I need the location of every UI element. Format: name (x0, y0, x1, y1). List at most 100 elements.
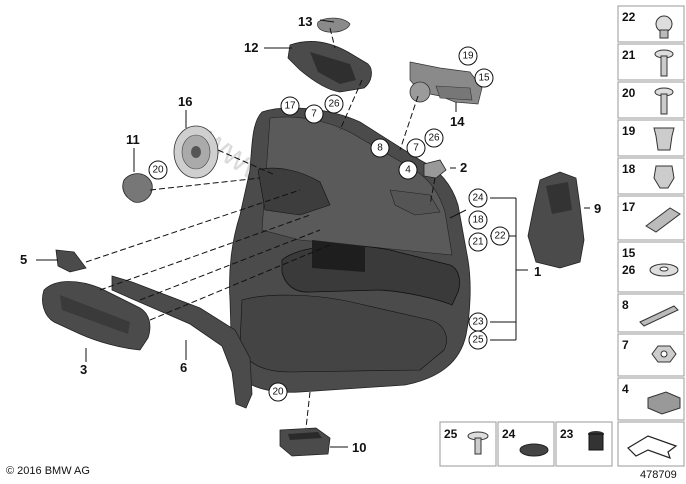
svg-text:15: 15 (622, 246, 636, 260)
svg-text:23: 23 (560, 427, 574, 441)
cell-23: 23 (555, 421, 613, 467)
door-pull-recess (287, 41, 372, 93)
callout-7b: 7 (406, 138, 426, 158)
push-rivet-icon (655, 15, 673, 39)
svg-text:8: 8 (622, 298, 629, 312)
label-11: 11 (126, 132, 140, 147)
leader-lines (36, 19, 590, 448)
expanding-rivet-icon (467, 431, 489, 455)
callout-17: 17 (280, 96, 300, 116)
svg-text:20: 20 (272, 387, 284, 398)
cell-24: 24 (497, 421, 555, 467)
cell-19: 19 (617, 119, 685, 157)
door-panel (229, 107, 471, 393)
svg-text:8: 8 (377, 143, 383, 154)
clip-icon (653, 165, 675, 189)
callout-25: 25 (468, 330, 488, 350)
callout-26a: 26 (324, 94, 344, 114)
callout-20b: 20 (268, 382, 288, 402)
cell-22: 22 (617, 5, 685, 43)
svg-text:21: 21 (622, 48, 636, 62)
svg-text:4: 4 (405, 165, 411, 176)
callout-15: 15 (474, 68, 494, 88)
svg-text:18: 18 (622, 162, 636, 176)
callout-26b: 26 (424, 128, 444, 148)
svg-text:19: 19 (622, 124, 636, 138)
callout-21: 21 (468, 232, 488, 252)
svg-text:24: 24 (502, 427, 516, 441)
trim-strip-small (55, 249, 87, 273)
svg-text:26: 26 (328, 99, 340, 110)
label-10: 10 (352, 440, 366, 455)
hex-nut-icon (651, 345, 677, 363)
cell-8: 8 (617, 293, 685, 333)
svg-text:22: 22 (494, 231, 506, 242)
svg-text:24: 24 (472, 193, 484, 204)
cell-15-26: 15 26 (617, 241, 685, 293)
washer-icon (649, 263, 679, 277)
speaker-cover (173, 125, 219, 179)
label-1: 1 (534, 264, 541, 279)
label-9: 9 (594, 201, 601, 216)
callout-8: 8 (370, 138, 390, 158)
cell-4: 4 (617, 377, 685, 421)
plug-icon (588, 431, 604, 451)
part-labels: 13 12 11 16 5 3 6 10 1 2 9 14 (20, 14, 601, 455)
svg-text:22: 22 (622, 10, 636, 24)
foam-pad-icon (647, 391, 681, 415)
door-handle-bracket (409, 61, 483, 105)
label-5: 5 (20, 252, 27, 267)
svg-text:17: 17 (622, 200, 636, 214)
callouts: 19 15 17 7 26 8 7 26 4 20 24 18 22 21 23… (148, 46, 510, 402)
support-bracket (527, 171, 585, 269)
label-12: 12 (244, 40, 258, 55)
expanding-nut-icon (653, 127, 675, 151)
cell-arrow (617, 421, 685, 467)
callout-20a: 20 (148, 160, 168, 180)
cell-25: 25 (439, 421, 497, 467)
callout-4: 4 (398, 160, 418, 180)
fastener-legend-column: 22 21 20 19 18 17 15 (617, 5, 685, 421)
sealing-disc-icon (519, 443, 549, 457)
label-6: 6 (180, 360, 187, 375)
label-16: 16 (178, 94, 192, 109)
fastener-legend-row: 25 24 23 (439, 421, 685, 467)
screw-icon (654, 87, 674, 115)
callout-23: 23 (468, 312, 488, 332)
cell-17: 17 (617, 195, 685, 241)
svg-text:25: 25 (472, 335, 484, 346)
svg-text:7: 7 (311, 109, 317, 120)
label-14: 14 (450, 114, 465, 129)
svg-text:19: 19 (462, 51, 474, 62)
screw-icon (654, 49, 674, 77)
svg-text:20: 20 (152, 165, 164, 176)
svg-text:23: 23 (472, 317, 484, 328)
svg-text:17: 17 (284, 101, 296, 112)
trim-panel-lower (42, 281, 151, 351)
diagram-number: 478709 (640, 469, 677, 481)
svg-text:21: 21 (472, 237, 484, 248)
cell-18: 18 (617, 157, 685, 195)
svg-text:26: 26 (428, 133, 440, 144)
assembly-lines (85, 27, 436, 429)
svg-text:7: 7 (622, 338, 629, 352)
cell-20: 20 (617, 81, 685, 119)
callout-24: 24 (468, 188, 488, 208)
cover-cap (317, 17, 351, 33)
callout-18: 18 (468, 210, 488, 230)
svg-text:7: 7 (413, 143, 419, 154)
trim-strip-long (111, 275, 253, 409)
svg-text:4: 4 (622, 382, 629, 396)
label-13: 13 (298, 14, 312, 29)
svg-text:18: 18 (472, 215, 484, 226)
svg-text:26: 26 (622, 263, 636, 277)
callout-22: 22 (490, 226, 510, 246)
copyright: © 2016 BMW AG (6, 465, 90, 477)
corner-arrow-icon (627, 435, 678, 459)
svg-text:25: 25 (444, 427, 458, 441)
cell-7: 7 (617, 333, 685, 377)
callout-19: 19 (458, 46, 478, 66)
clip-strip-icon (645, 207, 681, 233)
label-3: 3 (80, 362, 87, 377)
